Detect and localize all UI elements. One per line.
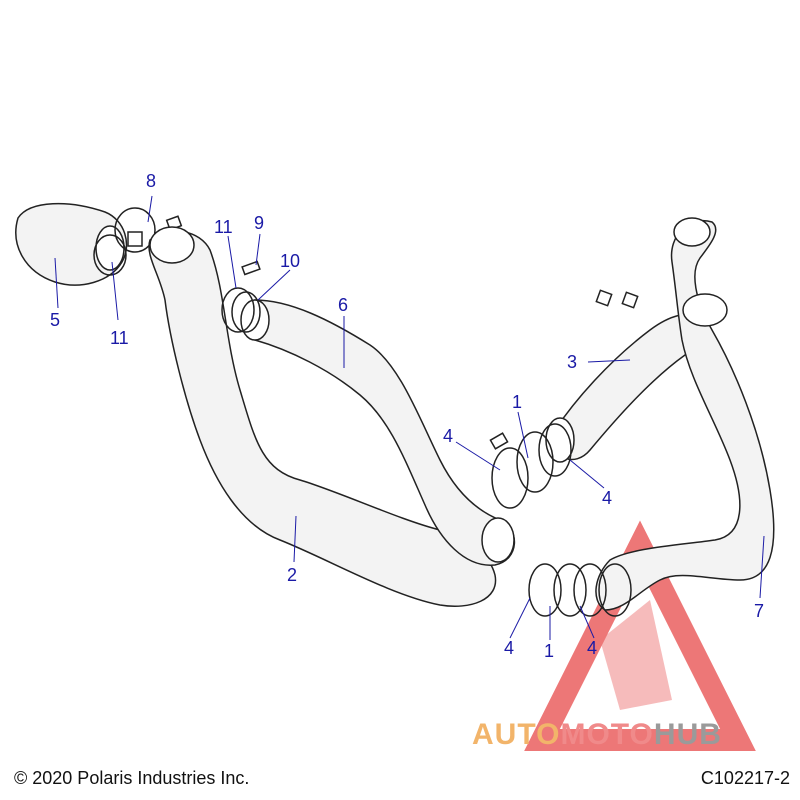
callout-1-middle: 1 [512,392,523,412]
callout-9: 9 [254,213,265,233]
figure-id: C102217-2 [700,768,790,788]
callout-1-lower: 1 [544,641,555,661]
duct-right-long [595,217,775,611]
callout-4-lower-left: 4 [504,638,515,658]
duct-middle [240,299,516,566]
callout-11-upper: 11 [214,217,233,237]
intake-tube-left [15,202,128,286]
callout-11-lower: 11 [110,328,129,348]
watermark-part-1: AUTO [472,718,561,751]
leader-lines [54,195,765,640]
duct-left-main [148,226,497,607]
duct-right-upper [545,289,706,463]
couplers-lower [528,563,632,617]
watermark-part-2: MOTO [560,718,654,751]
callout-6: 6 [338,295,349,315]
watermark-text: AUTOMOTOHUB [472,718,722,752]
callout-7: 7 [754,601,765,621]
callout-4-middle-left: 4 [443,426,454,446]
callout-4-middle-right: 4 [602,488,613,508]
callout-8: 8 [146,171,157,191]
callout-5: 5 [50,310,61,330]
couplers-middle [489,423,572,509]
copyright-text: © 2020 Polaris Industries Inc. [14,768,250,788]
callout-10: 10 [280,251,301,271]
watermark-part-3: HUB [653,718,722,751]
callout-2: 2 [287,565,298,585]
callout-4-lower-right: 4 [587,638,598,658]
watermark-logo-icon [524,520,756,751]
clamp-part-10 [221,260,261,333]
callout-3: 3 [567,352,578,372]
